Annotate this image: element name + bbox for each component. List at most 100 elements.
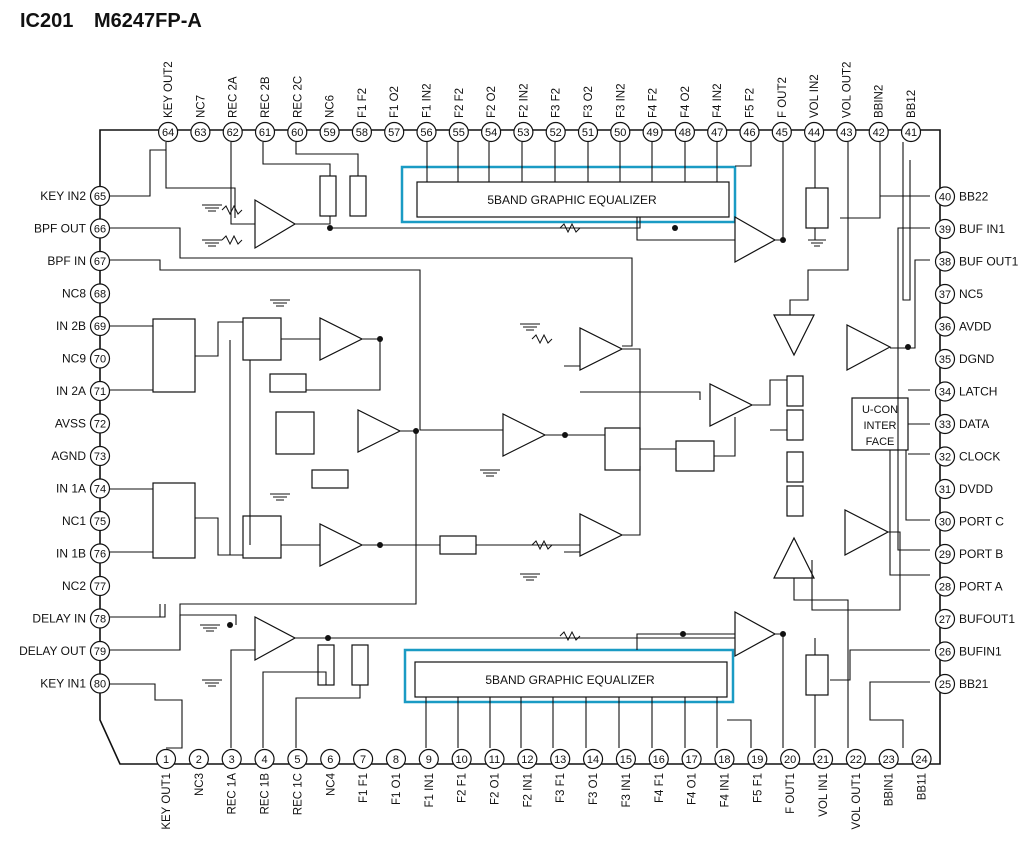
pin-circle: [845, 748, 866, 770]
pin-label: IN 1A: [56, 482, 86, 496]
eq-top-highlight: [400, 165, 737, 224]
pin-circle: [934, 218, 956, 240]
switch-center-b: [675, 440, 715, 472]
opamp-in1: [319, 523, 364, 567]
pin-label: REC 2C: [292, 76, 304, 118]
pin-number: 76: [94, 549, 106, 561]
opamp-in2: [319, 317, 364, 361]
pin-label: NC1: [62, 514, 86, 528]
eq-top-block: [416, 181, 730, 218]
pin-circle: [517, 748, 538, 770]
pin-circle: [615, 748, 637, 770]
pin-label: NC5: [959, 287, 983, 301]
pin-circle: [384, 121, 405, 143]
pin-circle: [803, 121, 825, 143]
pin-number: 2: [196, 754, 202, 766]
pin-number: 33: [939, 419, 951, 431]
pin-number: 74: [94, 484, 106, 496]
pin-label: DELAY OUT: [19, 644, 87, 658]
junction: [377, 336, 383, 342]
gnd-8: [200, 624, 220, 632]
switch-h-mid: [311, 469, 349, 489]
pin-circle: [836, 121, 857, 143]
pin-label: F2 F1: [457, 773, 469, 803]
pin-circle: [89, 543, 111, 564]
part-number: M6247FP-A: [94, 10, 202, 32]
pin-circle: [418, 748, 439, 770]
pin-circle: [319, 121, 340, 143]
pin-label: AGND: [51, 449, 86, 463]
pin-number: 34: [939, 387, 951, 399]
pin-label: NC9: [62, 352, 86, 366]
pin-circle: [385, 748, 407, 770]
pin-number: 8: [393, 754, 399, 766]
resistor-3: [559, 222, 581, 234]
pin-number: 20: [784, 754, 796, 766]
pin-number: 22: [850, 754, 862, 766]
pin-circle: [89, 575, 111, 597]
pin-circle: [89, 640, 111, 662]
pin-label: BPF OUT: [34, 222, 87, 236]
switch-in2-sel: [242, 317, 282, 361]
pin-circle: [484, 748, 505, 770]
opamp-mid-right: [709, 383, 754, 427]
pin-number: 41: [905, 127, 917, 139]
pin-number: 80: [94, 679, 106, 691]
pin-circle: [448, 121, 469, 143]
pin-number: 79: [94, 646, 106, 658]
pin-number: 1: [163, 754, 169, 766]
pin-label: F3 F1: [555, 773, 567, 803]
pin-label: F5 F2: [745, 88, 757, 118]
switch-h-top: [269, 373, 307, 393]
pin-circle: [158, 121, 179, 143]
pin-circle: [287, 748, 308, 770]
switch-top-right-a: [786, 375, 804, 407]
pin-number: 69: [94, 321, 106, 333]
pin-label: F4 F1: [654, 773, 666, 803]
pin-label: F3 IN1: [621, 773, 633, 808]
pin-circle: [648, 748, 669, 770]
pin-74: 74 IN 1A: [56, 478, 111, 499]
junction: [377, 542, 383, 548]
pin-label: CLOCK: [959, 450, 1000, 464]
pin-number: 36: [939, 322, 951, 334]
pin-label: KEY IN2: [40, 189, 86, 203]
pin-circle: [221, 748, 242, 770]
pin-label: F1 F1: [358, 773, 370, 803]
pin-label: BB21: [959, 677, 989, 691]
switch-bot-right-a: [786, 451, 804, 483]
pin-label: BB22: [959, 190, 989, 204]
ucon-block: [851, 397, 909, 451]
pin-label: AVSS: [55, 417, 86, 431]
pin-number: 3: [229, 754, 235, 766]
pin-label: VOL OUT1: [851, 773, 863, 829]
pin-circle: [934, 608, 956, 630]
switch-f1f2: [349, 175, 367, 217]
switch-in1-sel: [242, 515, 282, 559]
pin-label: F1 O1: [391, 773, 403, 805]
pin-number: 6: [327, 754, 333, 766]
pin-number: 57: [388, 127, 400, 139]
pin-circle: [89, 250, 111, 272]
pin-number: 9: [426, 754, 432, 766]
switch-in1: [152, 482, 196, 559]
pin-number: 43: [840, 127, 852, 139]
